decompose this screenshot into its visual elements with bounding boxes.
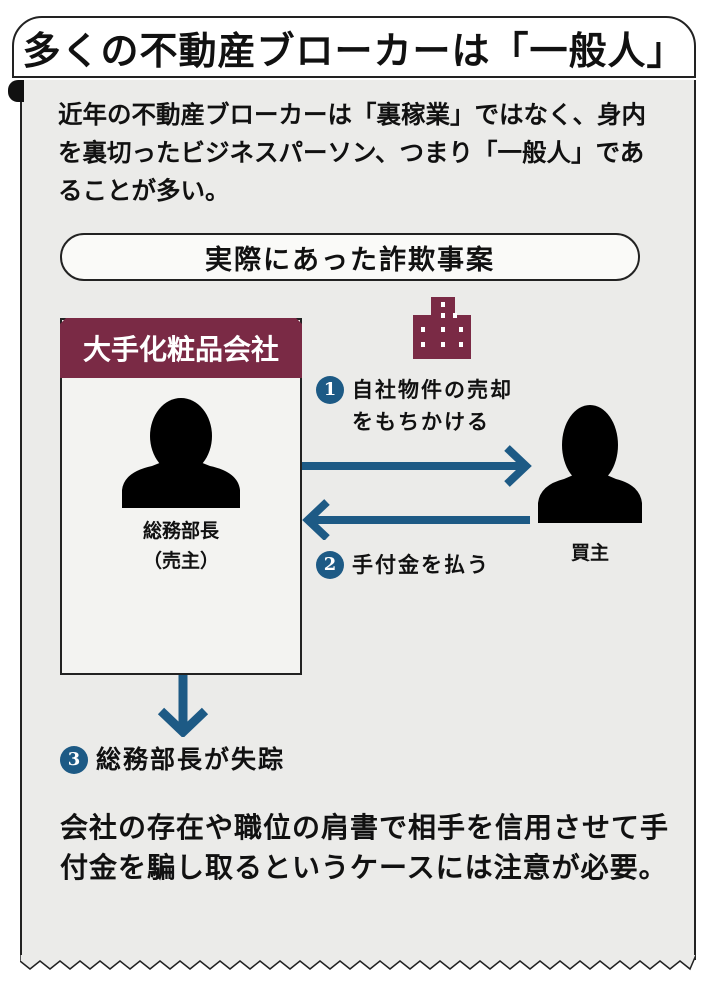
- buyer-label: 買主: [570, 542, 609, 564]
- step-text: 手付金を払う: [352, 553, 490, 577]
- step-number-badge: 1: [316, 376, 344, 404]
- closing-note: 会社の存在や職位の肩書で相手を信用させて手付金を騙し取るというケースには注意が必…: [60, 811, 670, 884]
- seller-silhouette-icon: [122, 398, 240, 508]
- arrow-left-icon: [302, 499, 530, 540]
- step-2: 2 手付金を払う: [316, 549, 556, 581]
- arrow-right-icon: [302, 445, 532, 487]
- page-title: 多くの不動産ブローカーは「一般人」: [12, 16, 696, 78]
- case-heading: 実際にあった詐欺事案: [60, 233, 640, 281]
- seller-sub: （売主）: [142, 550, 219, 572]
- step-1: 1 自社物件の売却をもちかける: [316, 374, 526, 438]
- arrows: [302, 445, 532, 540]
- zigzag-edge: [20, 955, 696, 971]
- intro-text: 近年の不動産ブローカーは「裏稼業」ではなく、身内を裏切ったビジネスパーソン、つま…: [58, 100, 646, 205]
- step-number-badge: 2: [316, 551, 344, 579]
- seller-role: 総務部長: [142, 520, 219, 542]
- building-icon: [413, 297, 471, 359]
- step-text: 自社物件の売却をもちかける: [352, 378, 513, 434]
- step-3: 3 総務部長が失踪: [60, 744, 460, 776]
- banner-tab: [8, 80, 24, 102]
- company-name: 大手化粧品会社: [60, 318, 302, 378]
- arrow-down-icon: [157, 675, 209, 737]
- step-text: 総務部長が失踪: [96, 745, 286, 774]
- step-number-badge: 3: [60, 746, 88, 774]
- buyer-silhouette-icon: [538, 405, 642, 523]
